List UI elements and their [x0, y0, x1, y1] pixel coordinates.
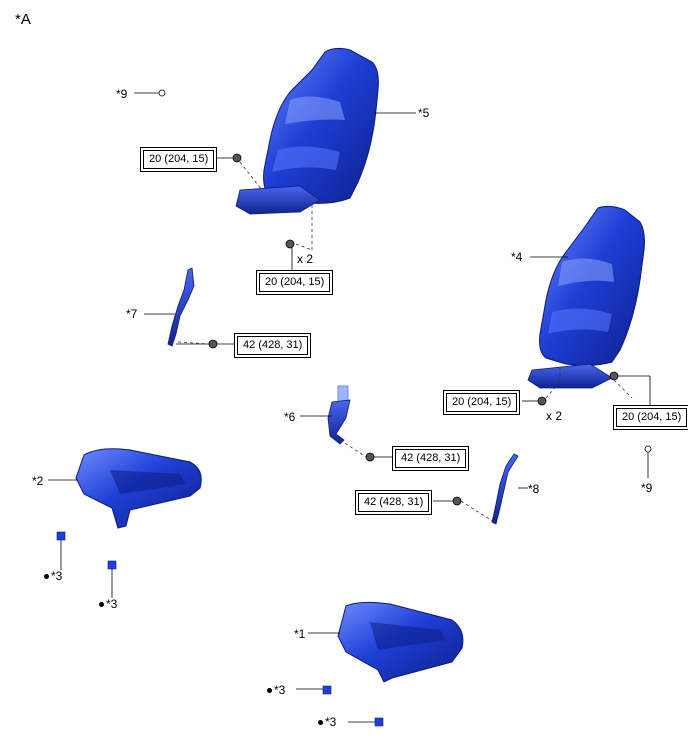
quantity-label-top: x 2	[297, 252, 314, 266]
seat-cushion-center	[337, 601, 464, 683]
part-label-3-c: *3	[267, 683, 285, 697]
part-label-3-b: *3	[99, 597, 117, 611]
bullet-icon	[99, 602, 104, 608]
part-label-1: *1	[294, 627, 306, 641]
torque-value: 20 (204, 15)	[259, 273, 331, 292]
clip-1	[56, 531, 66, 541]
torque-value: 20 (204, 15)	[143, 150, 215, 169]
clip-3	[322, 685, 332, 695]
part-label-3-text: *3	[274, 683, 286, 697]
seat-belt-center	[327, 385, 351, 445]
leader-lines	[48, 92, 651, 723]
torque-box-belt-7: 42 (428, 31)	[234, 333, 312, 358]
part-label-3-text: *3	[106, 597, 118, 611]
clip-4	[374, 717, 384, 727]
part-label-2: *2	[32, 474, 44, 488]
seat-belt-right	[491, 453, 519, 525]
part-label-9-right: *9	[641, 481, 653, 495]
part-label-3-text: *3	[325, 715, 337, 729]
quantity-label-right: x 2	[546, 409, 563, 423]
part-label-7: *7	[126, 307, 138, 321]
part-label-3-text: *3	[51, 569, 63, 583]
figure-label: *A	[15, 11, 31, 28]
seat-belt-left	[167, 267, 195, 347]
part-label-4: *4	[511, 250, 523, 264]
torque-box-belt-8: 42 (428, 31)	[355, 490, 433, 515]
part-label-6: *6	[284, 410, 296, 424]
torque-box-seatback-right-left: 20 (204, 15)	[443, 390, 521, 415]
torque-value: 42 (428, 31)	[358, 493, 430, 512]
torque-box-seatback-right-right: 20 (204, 15)	[613, 405, 688, 430]
torque-value: 20 (204, 15)	[446, 393, 518, 412]
dashed-lines	[177, 161, 633, 523]
torque-value: 42 (428, 31)	[395, 449, 467, 468]
bullet-icon	[318, 720, 323, 726]
seat-cushion-left	[75, 448, 202, 529]
part-label-8: *8	[528, 482, 540, 496]
part-label-9-top: *9	[116, 87, 128, 101]
torque-value: 20 (204, 15)	[616, 408, 688, 427]
torque-box-seatback-bottom: 20 (204, 15)	[256, 270, 334, 295]
part-label-3-d: *3	[318, 715, 336, 729]
clip-2	[107, 560, 117, 570]
bullet-icon	[267, 688, 272, 694]
seatback-upper	[235, 47, 379, 215]
torque-box-seatback-top: 20 (204, 15)	[140, 147, 218, 172]
part-label-5: *5	[418, 106, 430, 120]
seatback-lower	[527, 205, 645, 389]
bullet-icon	[44, 574, 49, 580]
part-label-3-a: *3	[44, 569, 62, 583]
torque-value: 42 (428, 31)	[237, 336, 309, 355]
torque-box-belt-6: 42 (428, 31)	[392, 446, 470, 471]
